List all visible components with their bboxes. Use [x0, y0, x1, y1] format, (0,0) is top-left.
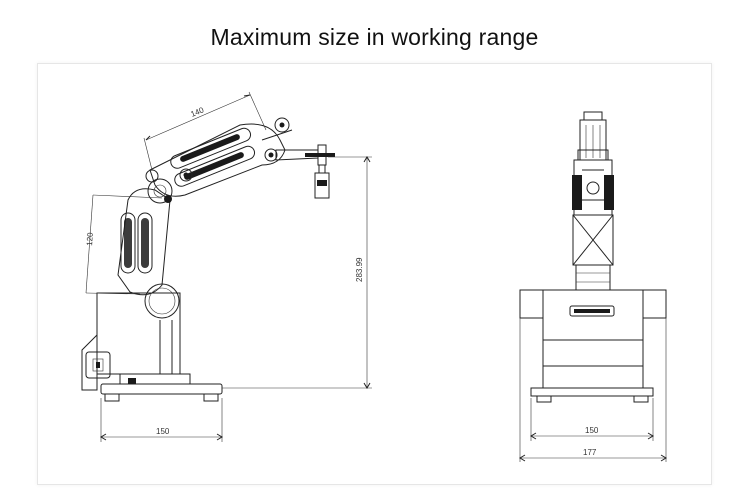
wrist-joint — [274, 117, 290, 133]
elbow-joint — [147, 178, 173, 204]
shoulder-joint — [144, 283, 180, 319]
side-body — [96, 292, 181, 375]
front-nameplate — [569, 305, 615, 317]
front-body — [542, 289, 644, 389]
dim-lower-arm-label: 120 — [85, 232, 95, 246]
dim-front-total-label: 177 — [583, 448, 597, 457]
front-base-plate — [530, 387, 654, 397]
side-foot-left — [104, 393, 120, 402]
dim-side-base-label: 150 — [156, 427, 170, 436]
side-foot-right — [203, 393, 219, 402]
side-servo — [85, 351, 111, 379]
dim-height-label: 283.99 — [355, 257, 364, 282]
dim-front-base-label: 150 — [585, 426, 599, 435]
upper-arm — [149, 123, 286, 197]
side-view: 140 120 283.99 150 — [81, 91, 372, 442]
front-view: 150 177 — [519, 111, 667, 462]
drawing-frame — [37, 63, 712, 485]
dim-upper-arm-label: 140 — [189, 105, 205, 119]
page-title: Maximum size in working range — [210, 24, 539, 50]
side-base-plate — [100, 383, 223, 395]
